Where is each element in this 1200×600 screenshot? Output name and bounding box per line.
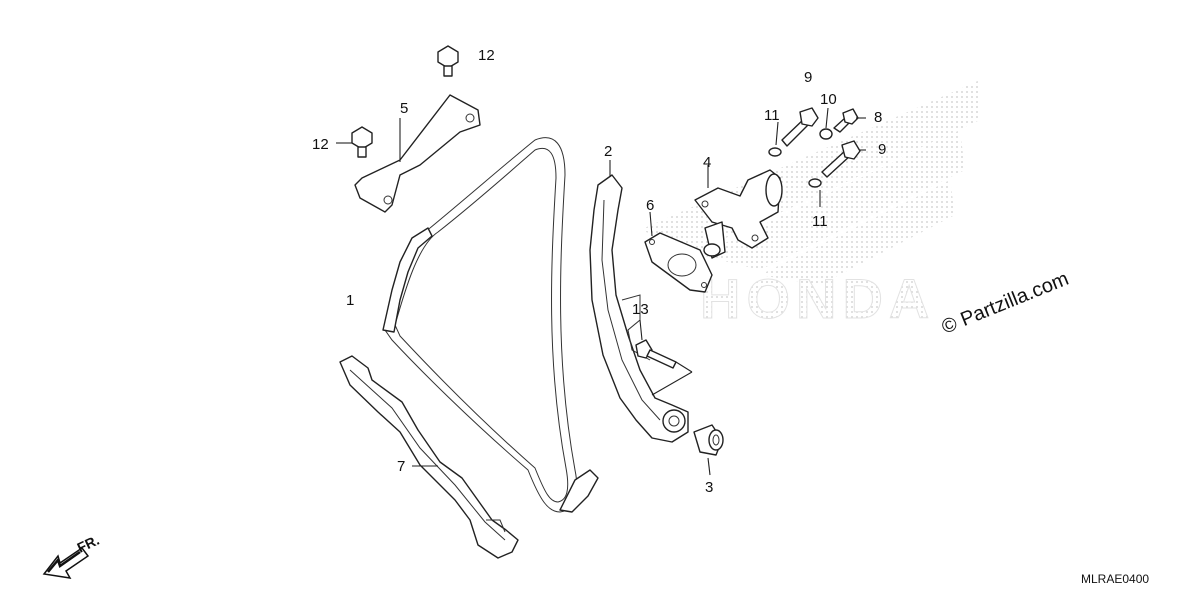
tensioner-arm [589, 174, 689, 443]
front-direction-label: FR. [75, 532, 102, 556]
bolt-13 [635, 339, 677, 369]
callout-4: 4 [703, 154, 711, 171]
callout-9-right: 9 [878, 141, 886, 158]
fixed-chain-guide [339, 355, 519, 559]
callout-6: 6 [646, 197, 654, 214]
cam-chain [382, 137, 599, 513]
bolt-12-top [437, 45, 459, 77]
callout-1: 1 [346, 292, 354, 309]
bolt-11-top [781, 107, 819, 147]
callout-7: 7 [397, 458, 405, 475]
guide-plate [354, 94, 481, 213]
callout-2: 2 [604, 143, 612, 160]
callout-10: 10 [820, 91, 837, 108]
collar [693, 424, 724, 456]
callout-12-top: 12 [478, 47, 495, 64]
callout-11-top: 11 [764, 107, 780, 124]
washer-11-bottom [808, 178, 822, 188]
callout-11-bottom: 11 [812, 213, 828, 230]
bolt-12-left [351, 126, 373, 158]
callout-5: 5 [400, 100, 408, 117]
background-logo-text: HONDA [700, 267, 935, 330]
callout-8: 8 [874, 109, 882, 126]
watermark: © Partzilla.com [939, 268, 1072, 339]
tensioner-lifter [694, 169, 783, 259]
bolt-9-right [821, 140, 861, 178]
gasket [644, 232, 713, 293]
callout-13: 13 [632, 301, 649, 318]
diagram-code: MLRAE0400 [1081, 572, 1149, 586]
washer-11-top [768, 147, 782, 157]
leader-lines [336, 107, 866, 476]
callout-3: 3 [705, 479, 713, 496]
washer-10 [819, 128, 833, 140]
bolt-8 [833, 108, 859, 133]
front-arrow-icon [42, 546, 90, 579]
callout-9-top: 9 [804, 69, 812, 86]
callout-12-left: 12 [312, 136, 329, 153]
